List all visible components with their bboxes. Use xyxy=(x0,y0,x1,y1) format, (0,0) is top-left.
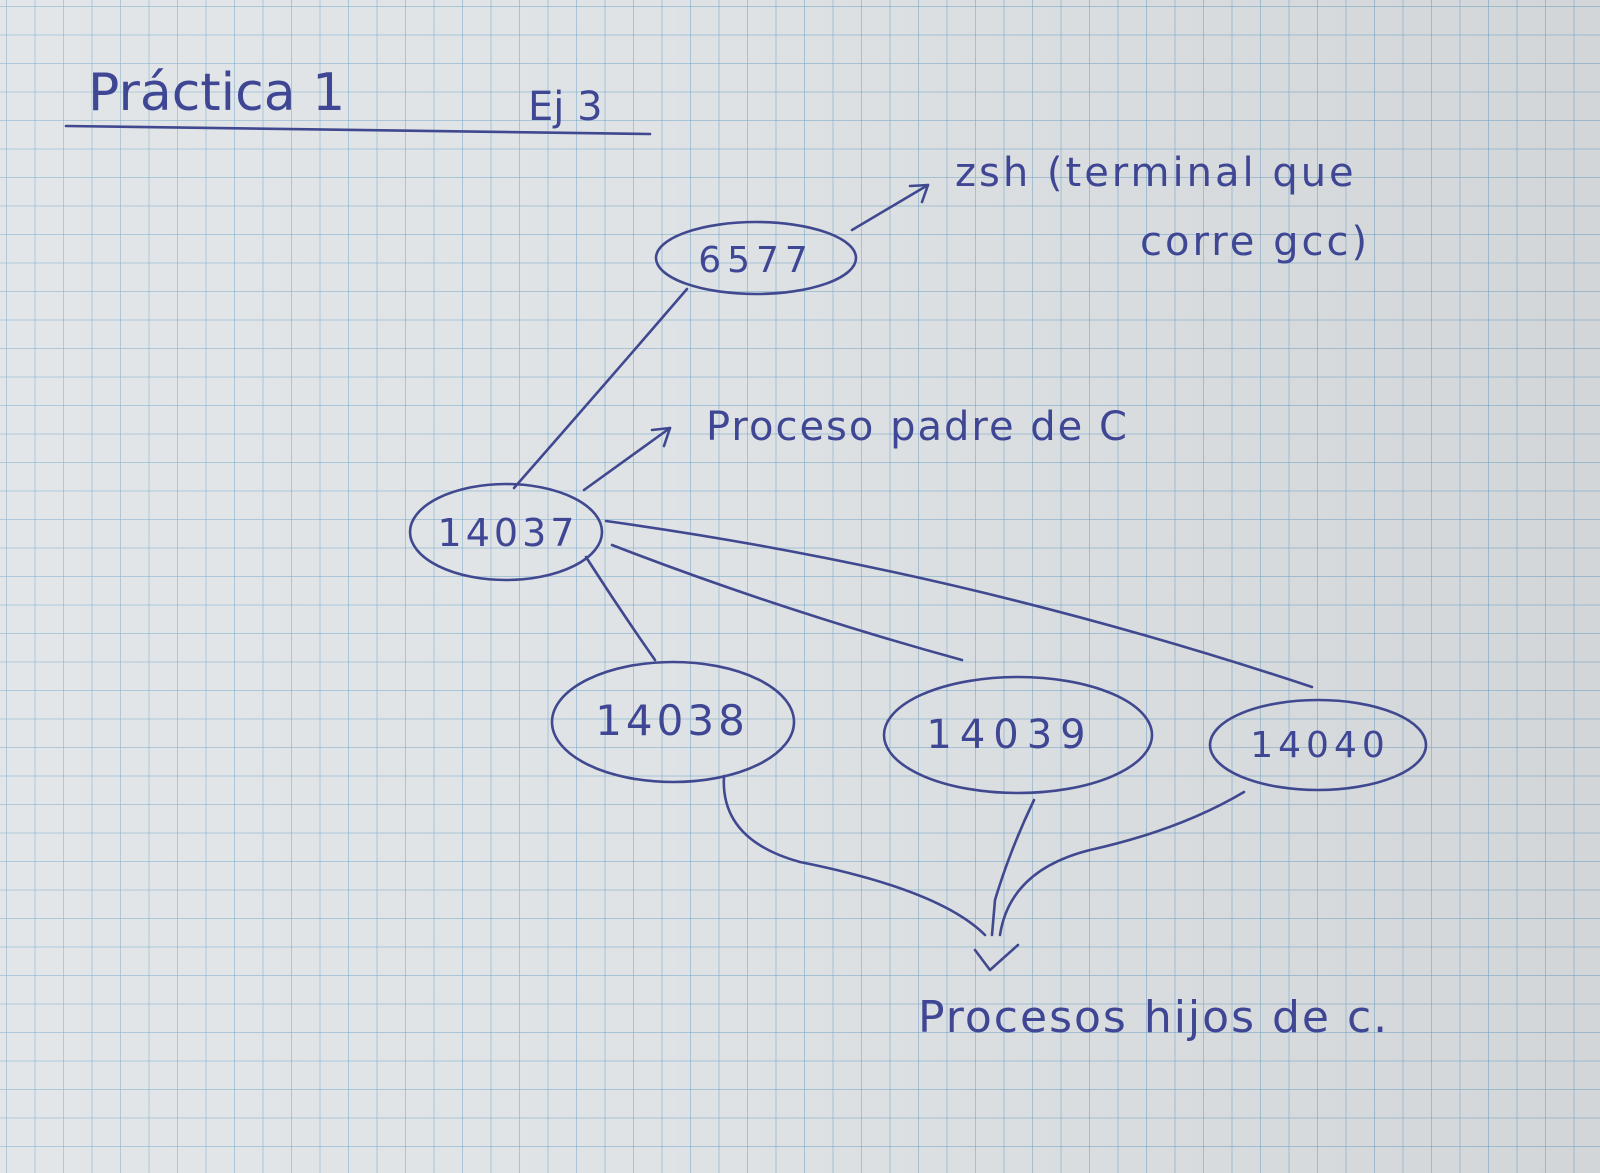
node-child2-label: 14039 xyxy=(926,712,1093,758)
edge-parent-child1 xyxy=(584,555,657,662)
node-child3-ellipse xyxy=(1208,698,1428,792)
arrow-root-annotation-head xyxy=(908,183,930,204)
node-root-ellipse xyxy=(654,220,858,296)
title-underline xyxy=(64,124,652,136)
edge-root-parent xyxy=(512,287,689,490)
root-annotation-line2: corre gcc) xyxy=(1140,219,1370,265)
parent-annotation: Proceso padre de C xyxy=(706,404,1129,450)
arrow-child2-converge xyxy=(990,798,1036,937)
node-parent-label: 14037 xyxy=(438,511,579,555)
exercise-label: Ej 3 xyxy=(528,84,603,130)
page-title: Práctica 1 xyxy=(88,63,345,123)
node-parent-ellipse xyxy=(408,482,604,582)
node-child1-ellipse xyxy=(550,660,796,784)
arrow-parent-annotation xyxy=(582,426,672,492)
node-child2-ellipse xyxy=(882,675,1154,795)
node-child3-label: 14040 xyxy=(1250,725,1390,766)
arrow-parent-annotation-head xyxy=(650,426,672,448)
arrow-converge-head xyxy=(973,943,1020,972)
arrow-child1-converge xyxy=(722,774,987,937)
root-annotation-line1: zsh (terminal que xyxy=(955,150,1357,196)
arrow-child3-converge xyxy=(998,790,1246,937)
arrow-root-annotation xyxy=(850,183,930,232)
edge-parent-child2 xyxy=(610,543,964,662)
node-child1-label: 14038 xyxy=(595,696,749,745)
edge-parent-child3 xyxy=(604,519,1314,689)
children-annotation: Procesos hijos de c. xyxy=(918,992,1389,1043)
node-root-label: 6577 xyxy=(698,240,814,281)
